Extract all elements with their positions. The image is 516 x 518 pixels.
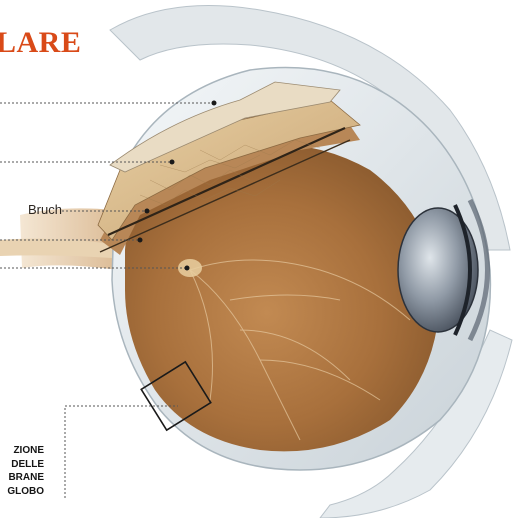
lens [398, 208, 478, 332]
label-bruch: Bruch [28, 202, 62, 217]
section-note: ZIONE DELLE BRANE GLOBO [0, 444, 44, 498]
diagram-title: LARE [0, 26, 81, 60]
note-line-4: GLOBO [0, 485, 44, 499]
note-line-1: ZIONE [0, 444, 44, 458]
note-line-2: DELLE [0, 458, 44, 472]
note-line-3: BRANE [0, 471, 44, 485]
